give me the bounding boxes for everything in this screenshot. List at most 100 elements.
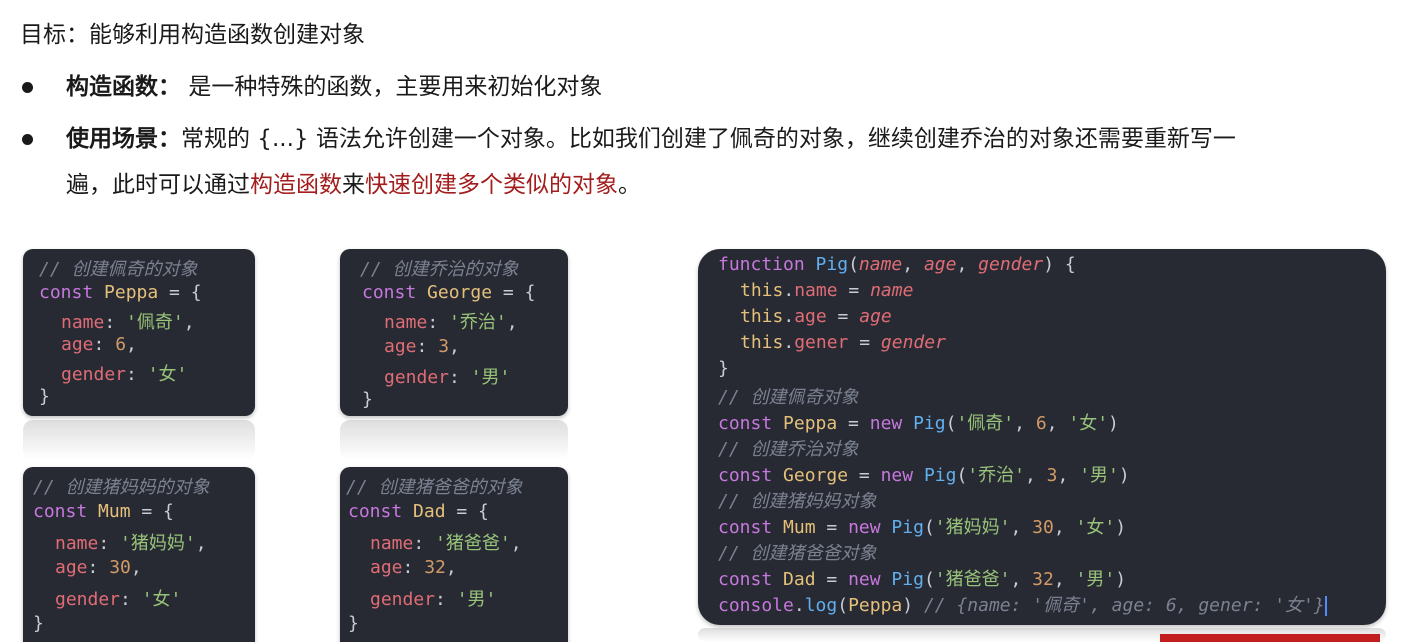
fn-name: Pig (891, 517, 924, 538)
code-line: gender: '女' (61, 364, 188, 385)
fn-name: Pig (891, 569, 924, 590)
fn-name: Pig (815, 254, 849, 275)
prop-key: age (370, 557, 403, 578)
var-name: Dad (783, 569, 816, 590)
code-line: } (33, 613, 44, 634)
code-line: age: 32, (370, 557, 457, 578)
code-line: name: '乔治', (384, 312, 518, 333)
kw-new: new (848, 517, 881, 538)
code-line: } (348, 613, 359, 634)
bullet-text: 构造函数： 是一种特殊的函数，主要用来初始化对象 (66, 64, 602, 110)
string-val: '男' (1079, 465, 1119, 486)
string-val: '猪爸爸' (435, 533, 511, 554)
card-reflection (23, 420, 255, 460)
number-val: 3 (438, 336, 450, 357)
var-name: Mum (783, 517, 816, 538)
prop-key: gender (61, 364, 127, 385)
prop-key: name (384, 312, 428, 333)
kw-this: this (740, 280, 784, 301)
prop-key: age (794, 306, 827, 327)
kw-new: new (869, 413, 903, 434)
code-comment: // 创建佩奇对象 (718, 387, 859, 408)
string-val: '乔治' (449, 312, 507, 333)
kw-this: this (740, 332, 784, 353)
var-name: Dad (413, 501, 446, 522)
bullet-dot (22, 134, 33, 145)
card-reflection (340, 420, 568, 460)
code-line: const Dad = new Pig('猪爸爸', 32, '男') (718, 569, 1127, 590)
prop-key: name (794, 280, 838, 301)
var-name: Peppa (848, 595, 903, 616)
string-val: '女' (1068, 413, 1109, 434)
string-val: '猪妈妈' (120, 533, 196, 554)
text-seg: 来 (342, 172, 365, 198)
number-val: 3 (1046, 465, 1058, 486)
kw-const: const (362, 282, 417, 303)
number-val: 30 (109, 557, 131, 578)
highlight-constructor: 构造函数 (250, 172, 342, 198)
kw-const: const (718, 517, 773, 538)
code-line: const Peppa = new Pig('佩奇', 6, '女') (718, 413, 1119, 434)
kw-const: const (718, 569, 773, 590)
code-card-constructor: function Pig(name, age, gender) { this.n… (698, 249, 1386, 625)
code-line: name: '猪爸爸', (370, 533, 522, 554)
code-line: age: 30, (55, 557, 142, 578)
prop-key: name (55, 533, 99, 554)
bullet-dot (22, 82, 33, 93)
fn-name: Pig (913, 413, 946, 434)
fn-name: Pig (923, 465, 957, 486)
code-line: } (362, 389, 373, 410)
code-line: age: 6, (61, 334, 137, 355)
kw-new: new (880, 465, 914, 486)
number-val: 6 (115, 334, 127, 355)
bullet-constructor: 构造函数： 是一种特殊的函数，主要用来初始化对象 (20, 64, 1400, 110)
param: name (858, 254, 903, 275)
code-line: const Peppa = { (39, 282, 202, 303)
prop-key: name (61, 312, 105, 333)
code-line: const George = new Pig('乔治', 3, '男') (718, 465, 1130, 486)
bullet-desc: 常规的 {...} 语法允许创建一个对象。比如我们创建了佩奇的对象，继续创建乔治… (181, 126, 1236, 152)
kw-const: const (348, 501, 403, 522)
code-line: const Mum = new Pig('猪妈妈', 30, '女') (718, 517, 1127, 538)
string-val: '女' (147, 364, 188, 385)
text-seg: 遍，此时可以通过 (66, 172, 250, 198)
bullet-term: 构造函数： (66, 74, 181, 100)
string-val: '佩奇' (126, 312, 184, 333)
code-line: age: 3, (384, 336, 460, 357)
kw-new: new (848, 569, 881, 590)
string-val: '男' (456, 589, 497, 610)
result-comment: // {name: '佩奇', age: 6, gener: '女'} (923, 595, 1325, 616)
kw-const: const (718, 413, 773, 434)
string-val: '男' (470, 367, 511, 388)
code-comment: // 创建猪妈妈对象 (718, 491, 877, 512)
string-val: '女' (1075, 517, 1116, 538)
param: name (870, 280, 914, 301)
fn-log: log (804, 595, 838, 616)
code-line: this.gener = gender (740, 332, 946, 353)
text-cursor (1324, 596, 1327, 616)
param: gender (978, 254, 1044, 275)
code-comment: // 创建佩奇的对象 (39, 259, 198, 280)
string-val: '男' (1075, 569, 1116, 590)
code-comment: // 创建乔治的对象 (360, 259, 519, 280)
code-line: const George = { (362, 282, 536, 303)
highlight-fast-create: 快速创建多个类似的对象 (365, 172, 618, 198)
code-line: } (718, 358, 729, 379)
var-name: Peppa (104, 282, 159, 303)
text-seg: 。 (618, 172, 641, 198)
prop-key: age (55, 557, 88, 578)
console-obj: console (718, 595, 794, 616)
number-val: 6 (1035, 413, 1047, 434)
prop-key: age (61, 334, 94, 355)
prop-key: name (370, 533, 414, 554)
progress-accent-bar (1160, 634, 1380, 642)
code-comment: // 创建乔治对象 (718, 439, 859, 460)
kw-this: this (740, 306, 784, 327)
param: age (923, 254, 957, 275)
code-comment: // 创建猪妈妈的对象 (33, 477, 210, 498)
code-line: } (39, 386, 50, 407)
bullet-desc-line2: 遍，此时可以通过构造函数来快速创建多个类似的对象。 (66, 162, 641, 208)
code-line: name: '猪妈妈', (55, 533, 207, 554)
bullet-desc: 是一种特殊的函数，主要用来初始化对象 (188, 74, 603, 100)
number-val: 30 (1032, 517, 1054, 538)
